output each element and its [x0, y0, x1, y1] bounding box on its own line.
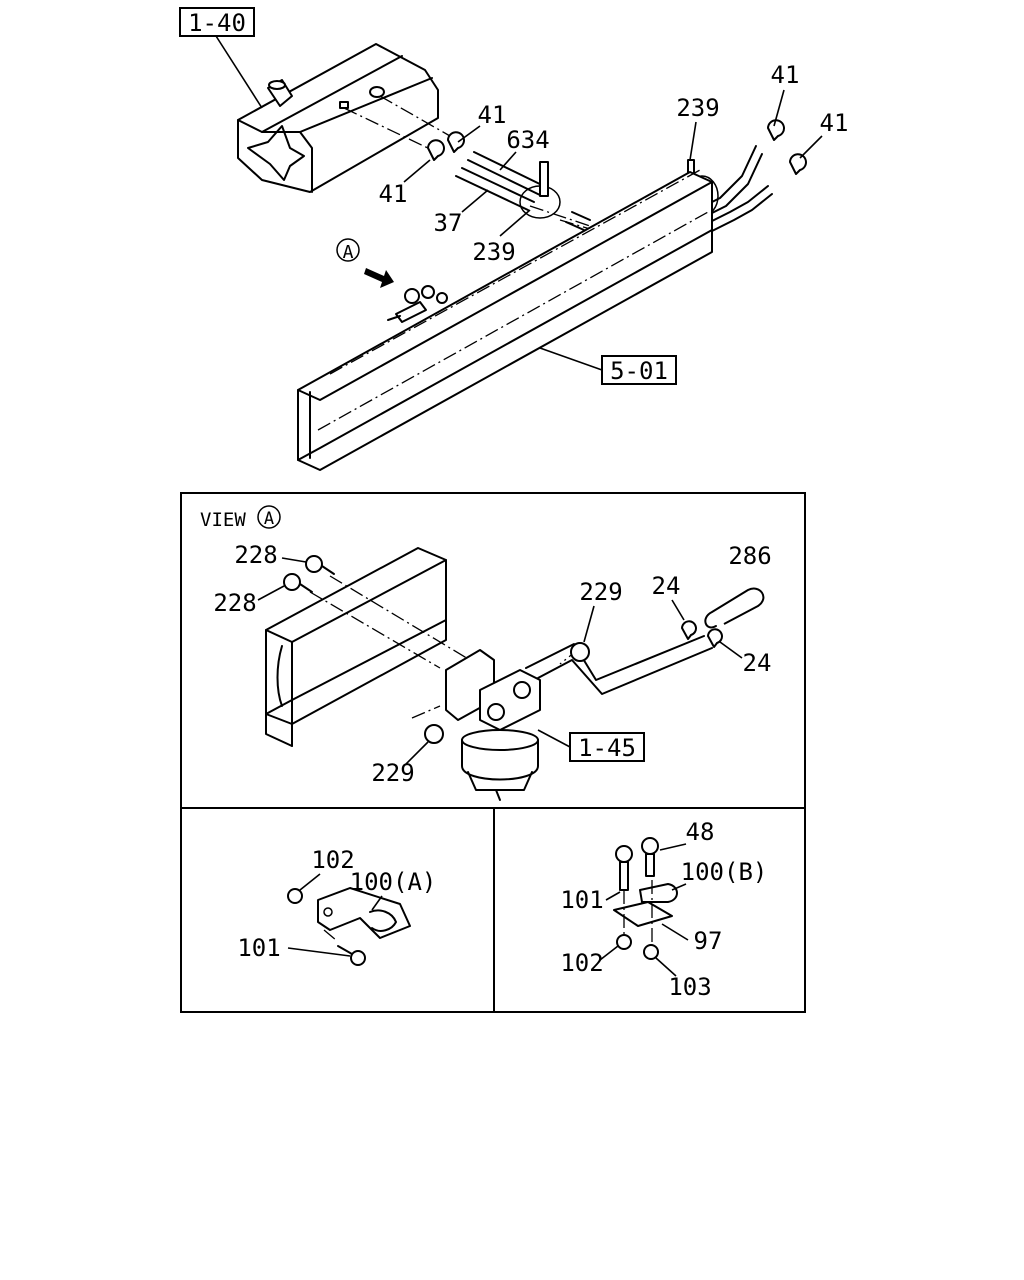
bolts-228 [283, 555, 335, 593]
callout-228: 228 [234, 541, 277, 569]
frame-ref-tag: 5-01 [539, 347, 677, 385]
tank-ref-label: 1-40 [188, 9, 246, 37]
callout-24: 24 [652, 572, 681, 600]
callouts-view-a: 228 228 229 229 24 24 286 [213, 541, 771, 787]
callout-286: 286 [728, 542, 771, 570]
bracket-100a [287, 887, 411, 966]
filter-ref-tag: 1-45 [537, 729, 645, 762]
callout-41: 41 [820, 109, 849, 137]
bracket-100b-assembly [613, 837, 678, 960]
callout-100b: 100(B) [681, 858, 768, 886]
frame-ref-label: 5-01 [610, 357, 668, 385]
callout-228: 228 [213, 589, 256, 617]
frame-rail-view-a [265, 547, 447, 747]
callout-229: 229 [371, 759, 414, 787]
view-a-pipes [525, 587, 765, 695]
fuel-filter [445, 649, 541, 801]
callout-41: 41 [771, 61, 800, 89]
callout-229: 229 [579, 578, 622, 606]
callout-103: 103 [668, 973, 711, 1001]
callout-97: 97 [694, 927, 723, 955]
callout-41: 41 [478, 101, 507, 129]
view-title: VIEW [200, 509, 246, 531]
view-arrow-icon [364, 268, 394, 288]
view-marker: A [264, 509, 274, 529]
callout-101: 101 [560, 886, 603, 914]
view-a-marker: A [336, 238, 394, 288]
callout-37: 37 [434, 209, 463, 237]
nuts-clips-view-a [424, 620, 723, 744]
callout-101: 101 [237, 934, 280, 962]
callout-41: 41 [379, 180, 408, 208]
callout-102: 102 [560, 949, 603, 977]
tank-ref-tag: 1-40 [179, 7, 263, 109]
callout-239: 239 [676, 94, 719, 122]
callout-102: 102 [311, 846, 354, 874]
callout-239: 239 [472, 238, 515, 266]
filter-ref-label: 1-45 [578, 734, 636, 762]
clips-41 [427, 119, 807, 175]
callout-48: 48 [686, 818, 715, 846]
callouts-detail-right: 48 100(B) 101 97 102 103 [560, 818, 767, 1001]
callout-634: 634 [506, 126, 549, 154]
filter-on-frame [387, 285, 448, 323]
callout-100a: 100(A) [350, 868, 437, 896]
view-marker-top: A [343, 242, 354, 263]
callouts-detail-left: 102 100(A) 101 [237, 846, 436, 962]
callouts-top: 41 41 41 41 634 37 239 239 [379, 61, 849, 266]
callout-24: 24 [743, 649, 772, 677]
frame-rail-top [297, 169, 713, 471]
detail-panels [180, 807, 806, 1013]
fuel-tank [237, 43, 439, 193]
